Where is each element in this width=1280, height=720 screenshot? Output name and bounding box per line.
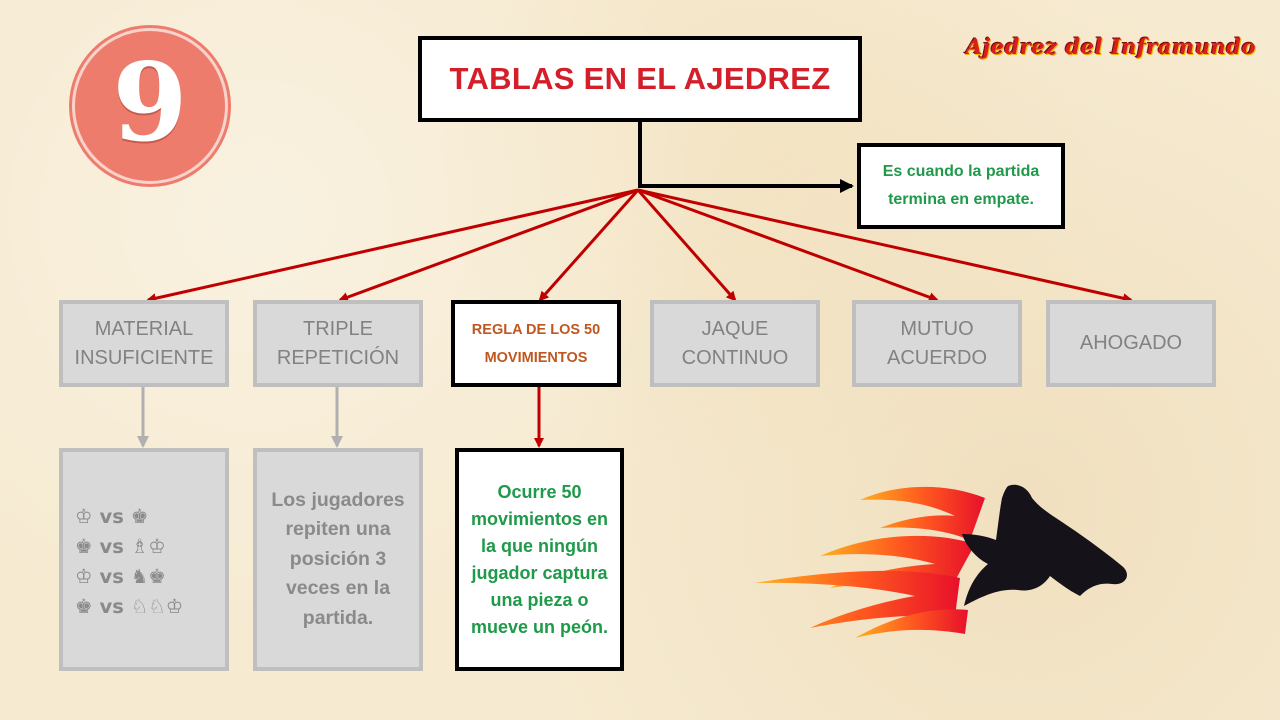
category-triple-repeticion: TRIPLE REPETICIÓN <box>253 300 423 387</box>
category-label-line: INSUFICIENTE <box>74 346 214 369</box>
detail-line: movimientos en <box>470 508 609 529</box>
detail-material-insuficiente: ♔ vs ♚ ♚ vs ♗♔ ♔ vs ♞♚ ♚ vs ♘♘♔ <box>59 448 229 671</box>
arrow-jaque <box>636 189 737 302</box>
black-king-icon: ♚ <box>130 505 149 529</box>
detail-line: mueve un peón. <box>470 616 609 637</box>
arrow-triple <box>338 188 639 302</box>
step-number-badge: 9 <box>72 28 228 184</box>
category-label-line: REPETICIÓN <box>276 346 400 369</box>
versus-label: vs <box>99 505 124 529</box>
category-label-line: REGLA DE LOS 50 <box>471 321 601 338</box>
piece-row: ♔ vs ♞♚ <box>75 562 225 592</box>
detail-line: la que ningún <box>481 535 598 556</box>
category-ahogado: AHOGADO <box>1046 300 1216 387</box>
piece-row: ♔ vs ♚ <box>75 502 225 532</box>
white-king-icon: ♔ <box>75 565 93 589</box>
detail-line: posición 3 <box>289 547 387 570</box>
category-label-line: MUTUO <box>900 317 974 340</box>
step-number: 9 <box>112 40 188 166</box>
arrow-ahogado <box>637 188 1133 304</box>
category-arrows <box>146 188 1133 304</box>
flame-icon <box>755 486 985 638</box>
piece-row: ♚ vs ♗♔ <box>75 532 225 562</box>
category-label-line: MATERIAL <box>94 317 194 340</box>
knight-king-icons: ♞♚ <box>130 565 166 589</box>
bishop-king-icons: ♗♔ <box>130 535 166 559</box>
category-regla-50-movimientos: REGLA DE LOS 50 MOVIMIENTOS <box>451 300 621 387</box>
arrow-regla <box>538 189 640 302</box>
detail-line: veces en la <box>285 577 391 600</box>
category-label-line: TRIPLE <box>302 317 374 340</box>
title-to-definition-arrow <box>638 122 854 193</box>
versus-label: vs <box>99 535 124 559</box>
title-box: TABLAS EN EL AJEDREZ <box>418 36 862 122</box>
category-jaque-continuo: JAQUE CONTINUO <box>650 300 820 387</box>
arrow-mutuo <box>637 188 939 302</box>
arrow-material <box>146 188 639 304</box>
piece-combinations: ♔ vs ♚ ♚ vs ♗♔ ♔ vs ♞♚ ♚ vs ♘♘♔ <box>75 502 225 622</box>
piece-row: ♚ vs ♘♘♔ <box>75 592 225 622</box>
black-king-icon: ♚ <box>75 595 93 619</box>
flaming-horse-logo <box>755 484 1127 638</box>
definition-box: Es cuando la partida termina en empate. <box>857 143 1065 229</box>
category-mutuo-acuerdo: MUTUO ACUERDO <box>852 300 1022 387</box>
two-knights-king-icons: ♘♘♔ <box>130 595 184 619</box>
black-king-icon: ♚ <box>75 535 93 559</box>
page-title: TABLAS EN EL AJEDREZ <box>449 61 831 96</box>
category-material-insuficiente: MATERIAL INSUFICIENTE <box>59 300 229 387</box>
brand-name: Ajedrez del Inframundo <box>965 34 1256 59</box>
detail-line: partida. <box>302 606 374 629</box>
definition-text: Es cuando la partida termina en empate. <box>882 163 1040 208</box>
category-label-line: MOVIMIENTOS <box>484 349 588 366</box>
detail-line: repiten una <box>285 518 391 541</box>
category-label-line: CONTINUO <box>681 346 789 369</box>
versus-label: vs <box>99 565 124 589</box>
detail-line: Los jugadores <box>271 488 405 511</box>
detail-line: jugador captura <box>471 562 608 583</box>
detail-line: Ocurre 50 <box>497 481 582 502</box>
white-king-icon: ♔ <box>75 505 93 529</box>
horse-head-icon <box>962 484 1127 606</box>
category-label-line: ACUERDO <box>886 346 987 369</box>
detail-regla-50-movimientos: Ocurre 50 movimientos en la que ningún j… <box>455 448 624 671</box>
detail-triple-repeticion: Los jugadores repiten una posición 3 vec… <box>253 448 423 671</box>
detail-line: una pieza o <box>490 589 589 610</box>
versus-label: vs <box>99 595 124 619</box>
category-label-line: JAQUE <box>701 317 769 340</box>
category-label-line: AHOGADO <box>1079 332 1183 354</box>
